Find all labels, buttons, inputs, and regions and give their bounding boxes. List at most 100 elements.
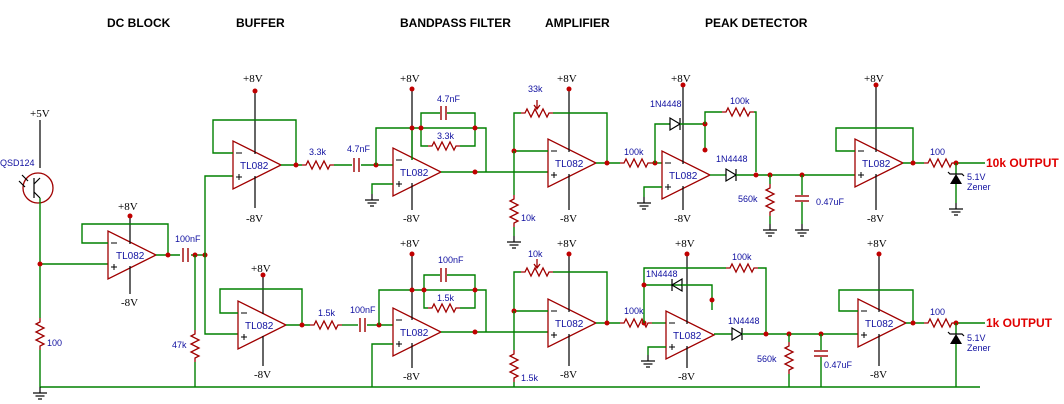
r1k5-fb-bot-label: 1.5k	[437, 293, 455, 303]
r100-out-bot-label: 100	[930, 307, 945, 317]
r47k-label: 47k	[172, 340, 187, 350]
c100n-in-bot-label: 100nF	[350, 305, 376, 315]
r560k-top-label: 560k	[738, 194, 758, 204]
potentiometer-10k	[520, 267, 554, 277]
diode-fb-top-label: 1N4448	[650, 99, 682, 109]
zener-diode-bottom	[950, 334, 962, 344]
resistor-47k	[190, 329, 200, 363]
zener-diode-top	[950, 174, 962, 184]
supply-amp-top-pos: +8V	[557, 73, 577, 85]
supply-bp-bot-neg: -8V	[403, 371, 420, 383]
zener-top-voltage: 5.1V	[967, 172, 986, 182]
r1k5-in-bot-label: 1.5k	[318, 308, 336, 318]
resistor-10k-gain-top	[509, 194, 519, 228]
r100k-fb-top-label: 100k	[730, 96, 750, 106]
phototransistor-qsd124	[22, 172, 54, 204]
zener-top-label: Zener	[967, 182, 991, 192]
pot-33k-label: 33k	[528, 84, 543, 94]
r100k-in-top-label: 100k	[624, 147, 644, 157]
resistor-3k3-input-top	[301, 160, 335, 170]
zener-bot-label: Zener	[967, 343, 991, 353]
supply-out-top-neg: -8V	[867, 213, 884, 225]
header-dc-block: DC BLOCK	[107, 16, 171, 30]
opamp-peak-top-label: TL082	[669, 171, 698, 182]
supply-amp-bot-pos: +8V	[557, 238, 577, 250]
supply-label-5v: +5V	[30, 108, 50, 120]
resistor-100k-input-peak-top	[619, 158, 653, 168]
supply-amp-top-neg: -8V	[560, 213, 577, 225]
diode-1n4448-output-bottom	[731, 326, 744, 342]
c047-bot-label: 0.47uF	[824, 360, 853, 370]
diode-out-top-label: 1N4448	[716, 154, 748, 164]
supply-buf-top-neg: -8V	[246, 213, 263, 225]
supply-dc-pos: +8V	[118, 201, 138, 213]
header-amplifier: AMPLIFIER	[545, 16, 610, 30]
resistor-3k3-feedback-top	[427, 141, 461, 151]
potentiometer-33k	[520, 108, 554, 118]
opamp-amplifier-top-label: TL082	[555, 159, 584, 170]
ground-symbol	[32, 386, 48, 400]
r3k3-fb-top-label: 3.3k	[437, 131, 455, 141]
output-10k-label: 10k OUTPUT	[986, 156, 1059, 170]
header-bandpass-filter: BANDPASS FILTER	[400, 16, 511, 30]
r100-sensor-label: 100	[47, 338, 62, 348]
supply-peak-bot-pos: +8V	[675, 238, 695, 250]
resistor-560k-top	[765, 183, 775, 217]
opamp-amplifier-bottom-label: TL082	[555, 319, 584, 330]
opamp-buffer-bottom-label: TL082	[245, 321, 274, 332]
c4n7-in-top-label: 4.7nF	[347, 144, 371, 154]
diode-1n4448-feedback-top	[669, 116, 682, 132]
opamp-peak-bottom-label: TL082	[673, 331, 702, 342]
supply-peak-top-pos: +8V	[671, 73, 691, 85]
resistor-r100-sensor	[35, 317, 45, 351]
r560k-bot-label: 560k	[757, 354, 777, 364]
r3k3-in-top-label: 3.3k	[309, 147, 327, 157]
zener-bot-voltage: 5.1V	[967, 333, 986, 343]
r100-out-top-label: 100	[930, 147, 945, 157]
r100k-fb-bot-label: 100k	[732, 252, 752, 262]
sensor-label: QSD124	[0, 158, 35, 168]
resistor-100k-feedback-top	[721, 107, 755, 117]
supply-peak-top-neg: -8V	[674, 213, 691, 225]
supply-out-bot-pos: +8V	[867, 238, 887, 250]
supply-out-bot-neg: -8V	[870, 369, 887, 381]
resistor-1k5-gain-bottom	[509, 349, 519, 383]
resistor-1k5-input-bottom	[309, 320, 343, 330]
opamp-bandpass-top-label: TL082	[400, 168, 429, 179]
supply-buf-bot-neg: -8V	[254, 369, 271, 381]
resistor-560k-bottom	[784, 341, 794, 375]
opamp-buffer-top-label: TL082	[240, 161, 269, 172]
supply-bp-top-pos: +8V	[400, 73, 420, 85]
diode-fb-bot-label: 1N4448	[646, 269, 678, 279]
supply-buf-top-pos: +8V	[243, 73, 263, 85]
output-1k-label: 1k OUTPUT	[986, 316, 1053, 330]
opamp-output-top-label: TL082	[862, 159, 891, 170]
header-peak-detector: PEAK DETECTOR	[705, 16, 808, 30]
opamp-bandpass-bottom-label: TL082	[400, 328, 429, 339]
header-buffer: BUFFER	[236, 16, 285, 30]
supply-dc-neg: -8V	[121, 297, 138, 309]
resistor-100-output-top	[923, 158, 957, 168]
r10k-gain-top-label: 10k	[521, 213, 536, 223]
supply-buf-bot-pos: +8V	[251, 263, 271, 275]
r100k-in-bot-label: 100k	[624, 306, 644, 316]
r1k5-gain-bot-label: 1.5k	[521, 373, 539, 383]
resistor-100k-feedback-bottom	[725, 263, 759, 273]
diode-out-bot-label: 1N4448	[728, 316, 760, 326]
supply-bp-top-neg: -8V	[403, 213, 420, 225]
resistor-100k-input-peak-bottom	[619, 318, 653, 328]
opamp-output-bottom-label: TL082	[865, 319, 894, 330]
diode-1n4448-output-top	[725, 167, 738, 183]
supply-peak-bot-neg: -8V	[678, 371, 695, 383]
opamp-dc-block-label: TL082	[116, 251, 145, 262]
pot-10k-label: 10k	[528, 249, 543, 259]
supply-bp-bot-pos: +8V	[400, 238, 420, 250]
supply-out-top-pos: +8V	[864, 73, 884, 85]
resistor-1k5-feedback-bottom	[427, 303, 461, 313]
supply-amp-bot-neg: -8V	[560, 369, 577, 381]
resistor-100-output-bottom	[923, 318, 957, 328]
c4n7-fb-top-label: 4.7nF	[437, 94, 461, 104]
c100n-fb-bot-label: 100nF	[438, 255, 464, 265]
coupling-cap-label: 100nF	[175, 234, 201, 244]
